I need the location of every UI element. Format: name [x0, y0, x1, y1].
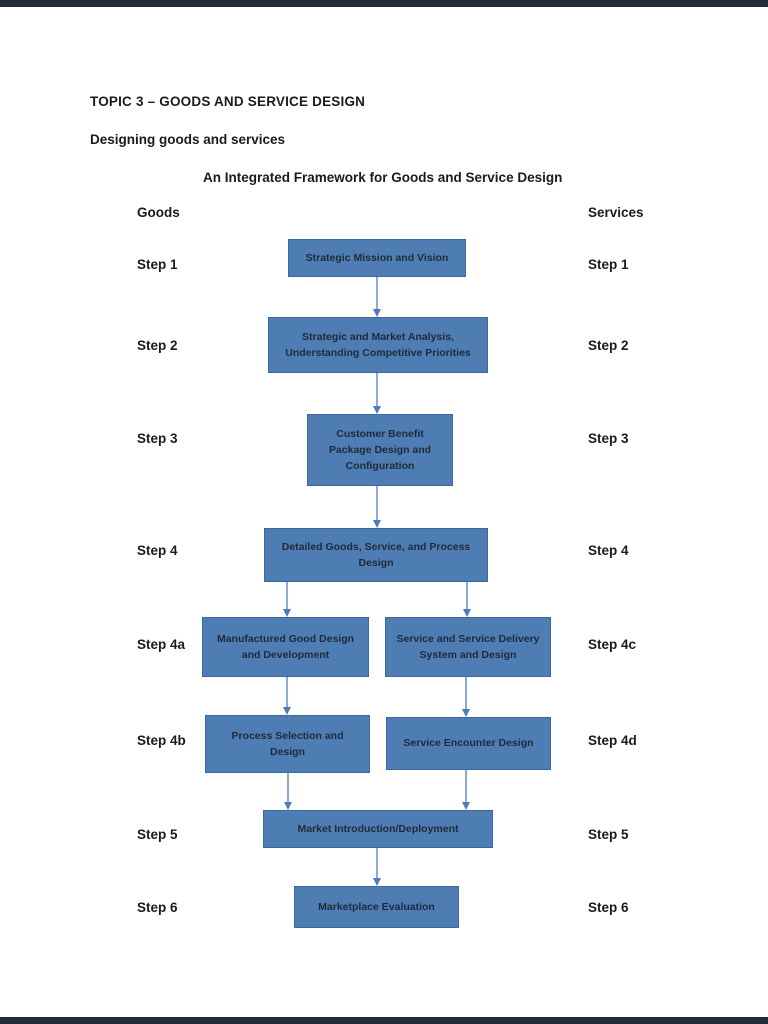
doc-heading: TOPIC 3 – GOODS AND SERVICE DESIGN [90, 94, 366, 109]
column-header-goods: Goods [137, 205, 180, 220]
step-label-right-3: Step 3 [588, 431, 629, 446]
page-edge-bottom [0, 1017, 768, 1024]
flow-box-service-encounter: Service Encounter Design [386, 717, 551, 770]
step-label-right-6: Step 6 [588, 900, 629, 915]
flow-box-strategic-market-analysis: Strategic and Market Analysis, Understan… [268, 317, 488, 373]
flow-box-detailed-design: Detailed Goods, Service, and Process Des… [264, 528, 488, 582]
step-label-right-2: Step 2 [588, 338, 629, 353]
flow-arrow-4-to-4a [282, 582, 292, 617]
flow-arrow-4-to-4c [462, 582, 472, 617]
step-label-left-5: Step 5 [137, 827, 178, 842]
flow-arrow-4c-to-4d [461, 677, 471, 717]
page-edge-top [0, 0, 768, 7]
step-label-left-3: Step 3 [137, 431, 178, 446]
step-label-left-4b: Step 4b [137, 733, 186, 748]
flow-arrow-2-to-3 [372, 373, 382, 414]
flow-arrow-1-to-2 [372, 277, 382, 317]
flow-arrow-4a-to-4b [282, 677, 292, 715]
flow-box-service-delivery-system: Service and Service Delivery System and … [385, 617, 551, 677]
step-label-left-6: Step 6 [137, 900, 178, 915]
flow-box-marketplace-evaluation: Marketplace Evaluation [294, 886, 459, 928]
flow-box-strategic-mission: Strategic Mission and Vision [288, 239, 466, 277]
step-label-right-4c: Step 4c [588, 637, 637, 652]
flow-box-process-selection: Process Selection and Design [205, 715, 370, 773]
flow-arrow-4d-to-5 [461, 770, 471, 810]
diagram-title: An Integrated Framework for Goods and Se… [203, 170, 563, 185]
flow-arrow-5-to-6 [372, 848, 382, 886]
step-label-left-4a: Step 4a [137, 637, 186, 652]
step-label-left-1: Step 1 [137, 257, 178, 272]
step-label-right-5: Step 5 [588, 827, 629, 842]
flow-arrow-3-to-4 [372, 486, 382, 528]
step-label-right-4d: Step 4d [588, 733, 637, 748]
step-label-left-4: Step 4 [137, 543, 178, 558]
flow-box-customer-benefit-package: Customer Benefit Package Design and Conf… [307, 414, 453, 486]
flow-box-market-introduction: Market Introduction/Deployment [263, 810, 493, 848]
step-label-left-2: Step 2 [137, 338, 178, 353]
step-label-right-1: Step 1 [588, 257, 629, 272]
step-label-right-4: Step 4 [588, 543, 629, 558]
flow-box-manufactured-good-design: Manufactured Good Design and Development [202, 617, 369, 677]
doc-subheading: Designing goods and services [90, 132, 286, 147]
flow-arrow-4b-to-5 [283, 773, 293, 810]
column-header-services: Services [588, 205, 644, 220]
